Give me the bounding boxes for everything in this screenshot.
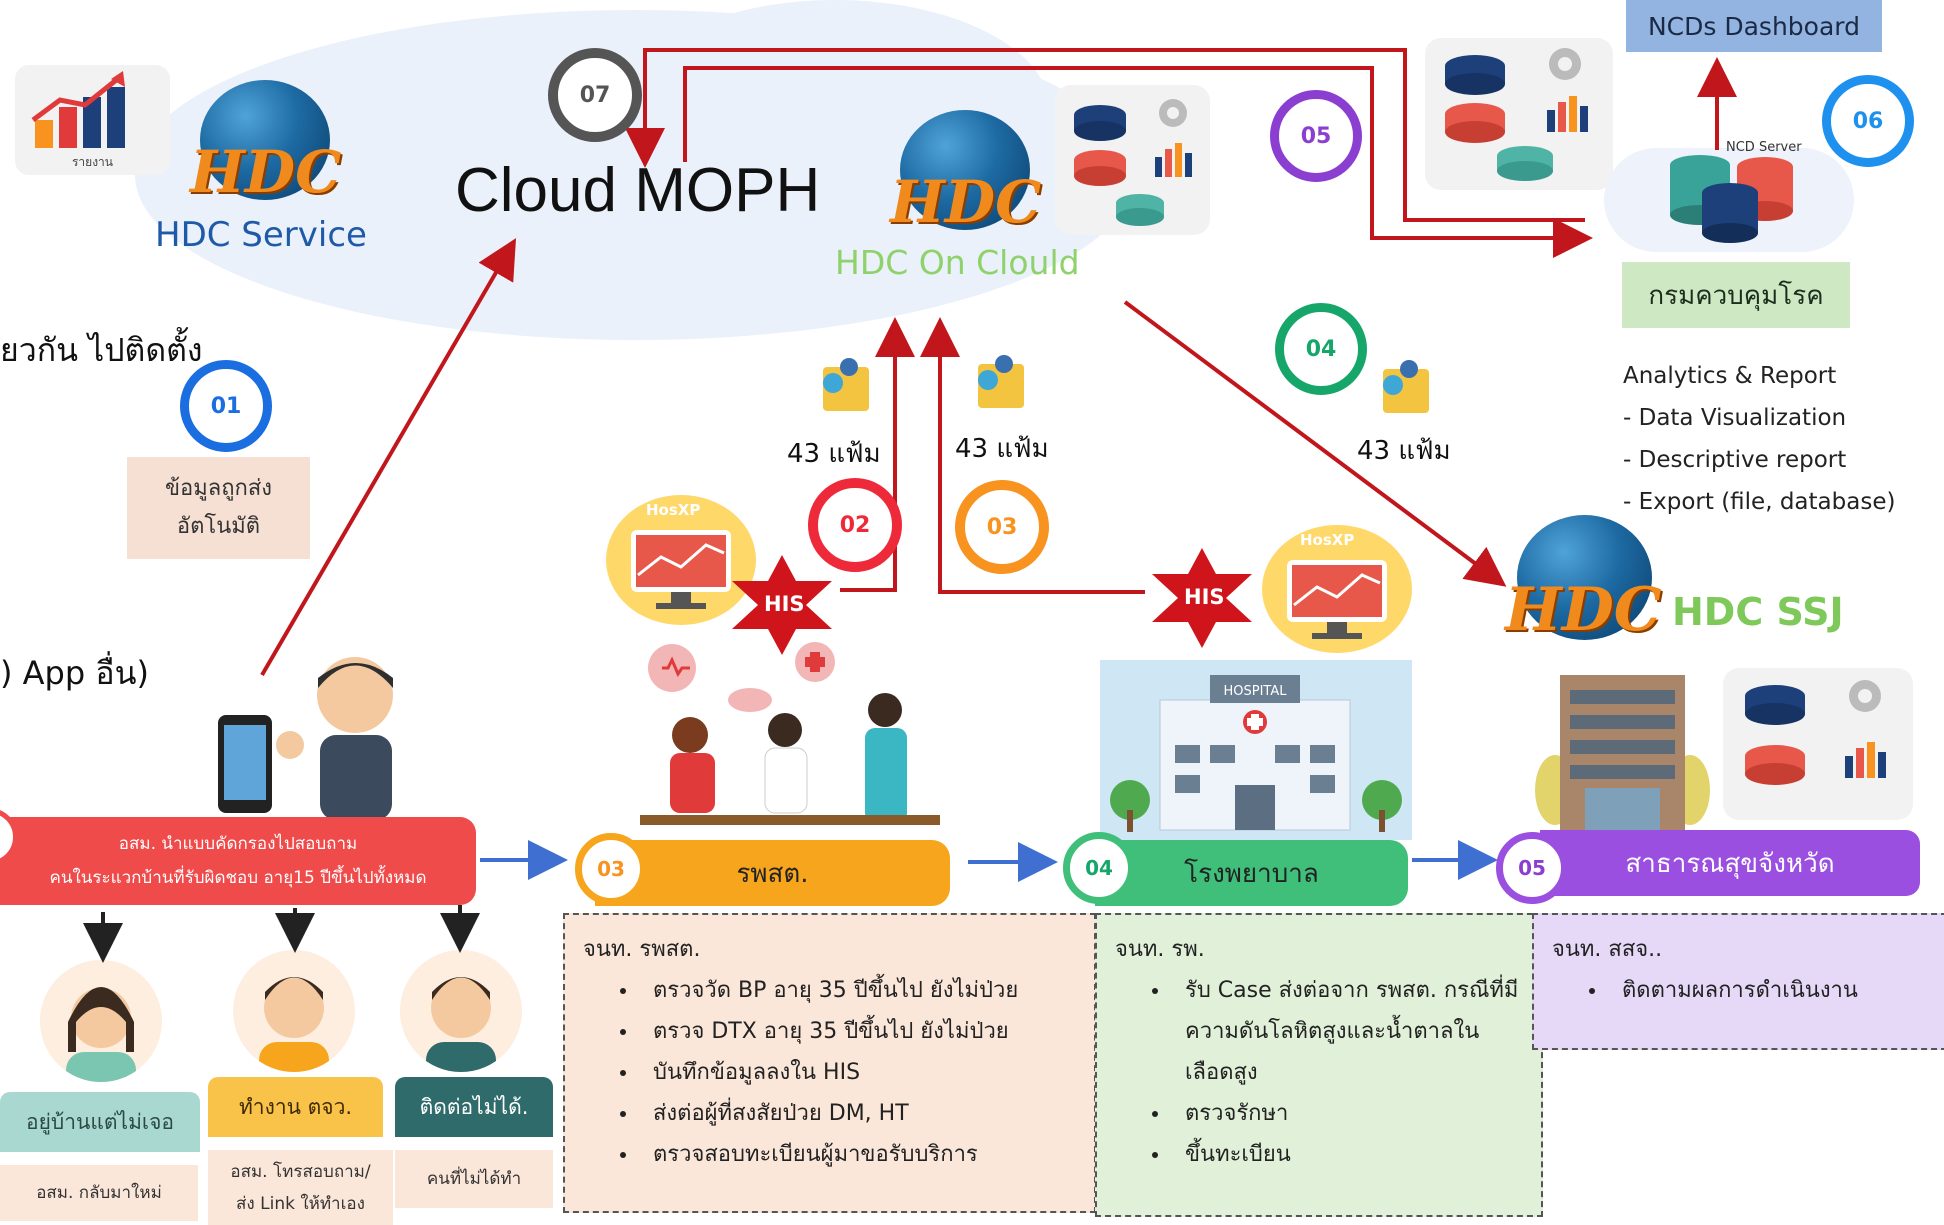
detail-item: รับ Case ส่งต่อจาก รพสต. กรณีที่มีความดั…	[1171, 970, 1523, 1093]
provincial-office-illustration	[1535, 670, 1710, 830]
stage-number-03: 03	[575, 833, 647, 905]
detail-title-hospital: จนท. รพ.	[1115, 937, 1205, 962]
database-process-card-cloud	[1055, 85, 1210, 235]
his-star-rpst: HIS	[722, 555, 842, 655]
arrow-ncd-to-cloud	[625, 48, 1585, 222]
osm-line-1: อสม. นำแบบคัดกรองไปสอบถาม	[118, 834, 358, 854]
detail-item: ส่งต่อผู้ที่สงสัยป่วย DM, HT	[639, 1093, 1076, 1134]
ncds-dashboard-box: NCDs Dashboard	[1626, 0, 1882, 52]
stage-number-05: 05	[1496, 832, 1568, 904]
database-process-card-ncd	[1425, 38, 1613, 190]
step-badge-02: 02	[808, 478, 902, 572]
detail-box-province: จนท. สสจ.. ติดตามผลการดำเนินงาน	[1532, 913, 1944, 1050]
arrow-cloud-to-ssj	[1123, 300, 1507, 587]
analytics-item: - Export (file, database)	[1623, 489, 1896, 515]
department-disease-control-box: กรมควบคุมโรค	[1622, 262, 1850, 328]
detail-item: ตรวจสอบทะเบียนผู้มาขอรับบริการ	[639, 1134, 1076, 1175]
file-count-03: 43 แฟ้ม	[955, 434, 1049, 464]
hdc-ssj-label: HDC SSJ	[1672, 590, 1844, 634]
detail-box-hospital: จนท. รพ. รับ Case ส่งต่อจาก รพสต. กรณีที…	[1095, 913, 1543, 1217]
arrow-hospital-to-cloud	[920, 317, 1145, 594]
detail-item: บันทึกข้อมูลลงใน HIS	[639, 1052, 1076, 1093]
step-badge-05: 05	[1270, 90, 1362, 182]
report-icon-label: รายงาน	[71, 155, 113, 169]
database-process-icons	[1745, 680, 1886, 785]
subgroup-foot-working: อสม. โทรสอบถาม/ ส่ง Link ให้ทำเอง	[208, 1150, 393, 1225]
hdc-oncloud-label: HDC On Clould	[835, 243, 1080, 282]
step-badge-06: 06	[1822, 75, 1914, 167]
database-process-card-ssj	[1723, 668, 1913, 820]
database-process-icons	[1074, 99, 1192, 226]
hdc-ssj-logo: HDC	[1505, 515, 1665, 650]
arrow-cloud-to-ncd	[683, 66, 1593, 258]
person-avatar-woman	[40, 960, 162, 1082]
arrow-rpst-to-cloud	[840, 317, 915, 592]
folder-gear-icon	[1375, 357, 1435, 415]
report-chart-icon: รายงาน	[15, 65, 170, 175]
stage-bar-hospital: โรงพยาบาล	[1095, 840, 1408, 906]
step-badge-07: 07	[548, 48, 642, 142]
hdc-oncloud-logo: HDC	[890, 110, 1041, 240]
arrow-villager-to-cloud	[260, 238, 517, 677]
detail-item: ติดตามผลการดำเนินงาน	[1608, 970, 1944, 1011]
stage-number-04: 04	[1063, 832, 1135, 904]
ncd-server-icon	[1660, 145, 1800, 245]
ncd-server-label: NCD Server	[1726, 140, 1802, 155]
person-avatar-unreachable	[400, 950, 522, 1072]
analytics-report-list: Analytics & Report - Data Visualization …	[1623, 355, 1895, 523]
left-cropped-text-2: ) App อื่น)	[0, 654, 149, 692]
stage-bar-rpst: รพสต.	[595, 840, 950, 906]
osm-screening-bar: อสม. นำแบบคัดกรองไปสอบถาม คนในระแวกบ้านท…	[0, 817, 476, 905]
detail-title-province: จนท. สสจ..	[1552, 937, 1663, 962]
subgroup-tab-not-home: อยู่บ้านแต่ไม่เจอ	[0, 1092, 200, 1152]
osm-line-2: คนในระแวกบ้านที่รับผิดชอบ อายุ15 ปีขึ้นไ…	[49, 868, 427, 888]
detail-item: ตรวจ DTX อายุ 35 ปีขึ้นไป ยังไม่ป่วย	[639, 1011, 1076, 1052]
detail-item: ขึ้นทะเบียน	[1171, 1134, 1523, 1175]
subgroup-foot-unreachable: คนที่ไม่ได้ทำ	[395, 1150, 553, 1208]
villager-with-phone-illustration	[210, 650, 410, 820]
detail-item: ตรวจรักษา	[1171, 1093, 1523, 1134]
folder-gear-icon	[815, 355, 875, 413]
detail-box-rpst: จนท. รพสต. ตรวจวัด BP อายุ 35 ปีขึ้นไป ย…	[563, 913, 1096, 1213]
analytics-item: - Descriptive report	[1623, 447, 1847, 473]
file-count-04: 43 แฟ้ม	[1357, 436, 1451, 466]
subgroup-foot-not-home: อสม. กลับมาใหม่	[0, 1165, 198, 1221]
hdc-service-label: HDC Service	[155, 215, 367, 255]
analytics-item: - Data Visualization	[1623, 405, 1847, 431]
step-badge-04: 04	[1275, 303, 1367, 395]
hospital-sign: HOSPITAL	[1223, 684, 1287, 699]
subgroup-tab-unreachable: ติดต่อไม่ได้.	[395, 1077, 553, 1137]
health-check-illustration	[630, 640, 950, 840]
database-process-icons	[1445, 48, 1588, 181]
step-badge-03: 03	[955, 480, 1049, 574]
hospital-building-illustration: HOSPITAL	[1100, 660, 1412, 840]
file-count-02: 43 แฟ้ม	[787, 439, 881, 469]
hosxp-monitor-hospital: HosXP	[1262, 525, 1412, 653]
subgroup-tab-working: ทำงาน ตจว.	[208, 1077, 383, 1137]
analytics-title: Analytics & Report	[1623, 363, 1837, 389]
his-star-hospital: HIS	[1142, 548, 1262, 648]
folder-gear-icon	[970, 352, 1030, 410]
stage-bar-province: สาธารณสุขจังหวัด	[1540, 830, 1920, 896]
detail-item: ตรวจวัด BP อายุ 35 ปีขึ้นไป ยังไม่ป่วย	[639, 970, 1076, 1011]
left-cropped-text-1: ยวกัน ไปติดตั้ง	[0, 331, 203, 369]
step-badge-01: 01	[180, 360, 272, 452]
auto-send-box: ข้อมูลถูกส่ง อัตโนมัติ	[127, 457, 310, 559]
person-avatar-worker	[233, 950, 355, 1072]
hdc-service-logo: HDC	[190, 80, 341, 210]
hosxp-monitor-rpst: HosXP	[606, 495, 756, 625]
detail-title-rpst: จนท. รพสต.	[583, 937, 701, 962]
